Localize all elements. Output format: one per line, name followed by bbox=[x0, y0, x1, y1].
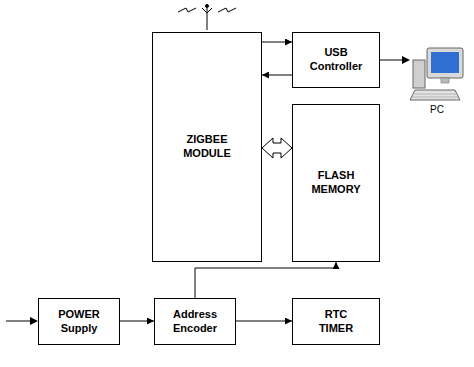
arrowhead bbox=[30, 317, 38, 325]
node-label: ZIGBEE MODULE bbox=[176, 133, 238, 161]
node-label: RTC TIMER bbox=[311, 308, 361, 336]
timer-box: RTC TIMER bbox=[292, 298, 380, 345]
pc-icon bbox=[410, 48, 463, 100]
arrowhead bbox=[402, 56, 410, 64]
node-label: POWER Supply bbox=[49, 308, 109, 336]
connector-arrow bbox=[262, 42, 292, 43]
usb-pc-wire bbox=[380, 60, 404, 61]
encoder-box: Address Encoder bbox=[154, 298, 236, 345]
connector-arrow bbox=[120, 321, 154, 322]
memory-box: FLASH MEMORY bbox=[292, 104, 380, 262]
connector-arrow bbox=[236, 321, 292, 322]
node-label: FLASH MEMORY bbox=[306, 169, 366, 197]
connector-arrow bbox=[262, 75, 292, 76]
power-input-wire bbox=[6, 321, 32, 322]
device-label: PC bbox=[430, 104, 444, 115]
module-box: ZIGBEE MODULE bbox=[152, 32, 262, 262]
node-label: USB Controller bbox=[301, 46, 371, 74]
connector-arrow bbox=[195, 262, 336, 298]
node-label: Address Encoder bbox=[164, 308, 226, 336]
controller-box: USB Controller bbox=[292, 32, 380, 88]
supply-box: POWER Supply bbox=[38, 298, 120, 345]
bus-arrow bbox=[262, 138, 292, 158]
antenna-symbol bbox=[178, 5, 236, 31]
